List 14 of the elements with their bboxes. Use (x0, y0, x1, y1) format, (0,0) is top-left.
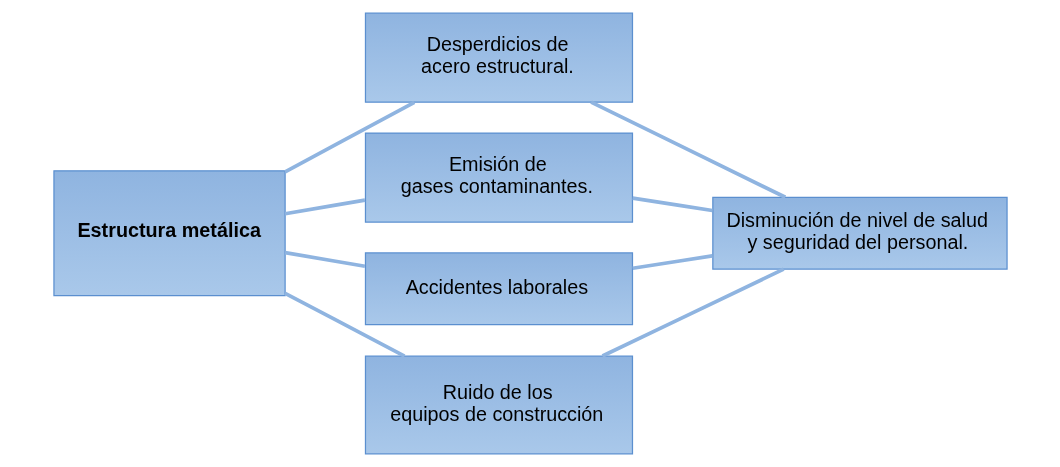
connector (589, 100, 786, 199)
node-box: Estructura metálica (52, 170, 286, 297)
node-box: Emisión de gases contaminantes. (364, 132, 633, 223)
connector (631, 196, 713, 213)
connector (284, 250, 365, 269)
node-box: Desperdicios de acero estructural. (364, 12, 633, 103)
connector (631, 254, 713, 271)
connector (283, 291, 405, 358)
connector (283, 100, 415, 174)
node-box: Disminución de nivel de salud y seguridad del personal. (711, 196, 1008, 270)
connector (284, 198, 365, 216)
node-box: Accidentes laborales (364, 252, 633, 326)
node-box: Ruido de los equipos de construcción (364, 355, 633, 455)
connector (601, 267, 784, 358)
